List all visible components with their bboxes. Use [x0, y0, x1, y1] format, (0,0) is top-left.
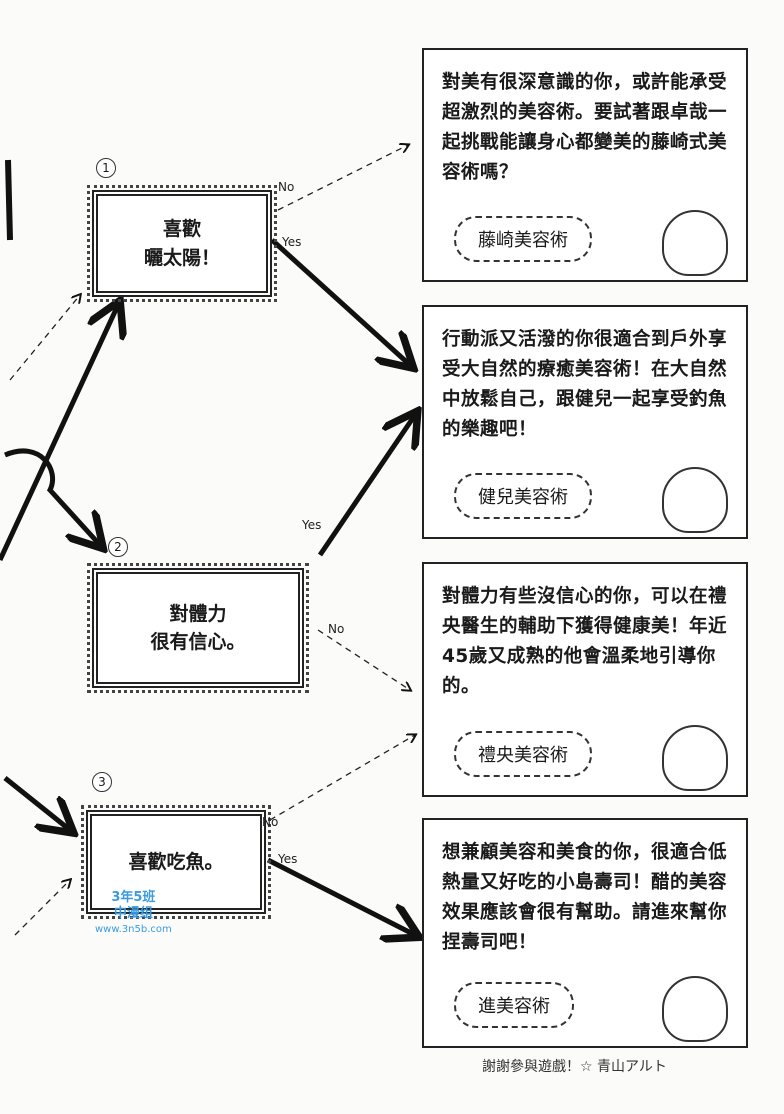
yes-label: Yes — [282, 235, 302, 249]
footer-credit: 謝謝參與遊戲！☆ 青山アルト — [482, 1059, 667, 1075]
yes-label: Yes — [278, 852, 298, 866]
question-number: 2 — [108, 537, 128, 557]
result-box-kenji: 行動派又活潑的你很適合到戶外享受大自然的療癒美容術！在大自然中放鬆自己，跟健兒一… — [422, 305, 748, 539]
result-text: 對體力有些沒信心的你，可以在禮央醫生的輔助下獲得健康美！年近45歲又成熟的他會溫… — [442, 586, 728, 697]
result-box-fujisaki: 對美有很深意識的你，或許能承受超激烈的美容術。要試著跟卓哉一起挑戰能讓身心都變美… — [422, 48, 748, 282]
watermark-line: 3年5班 — [111, 890, 156, 905]
question-number: 3 — [92, 772, 112, 792]
question-box-1: 喜歡 曬太陽！ — [87, 185, 277, 302]
watermark-url: www.3n5b.com — [95, 924, 172, 935]
dashed-arrows — [9, 145, 415, 936]
no-label: No — [262, 815, 279, 829]
watermark: 3年5班 中漫组 www.3n5b.com — [95, 890, 172, 938]
watermark-line: 中漫组 — [113, 906, 153, 921]
question-number: 1 — [96, 158, 116, 178]
result-name-bubble: 進美容術 — [454, 982, 574, 1028]
question-box-3: 喜歡吃魚。 — [81, 805, 271, 919]
result-name-bubble: 禮央美容術 — [454, 731, 592, 777]
result-box-reo: 對體力有些沒信心的你，可以在禮央醫生的輔助下獲得健康美！年近45歲又成熟的他會溫… — [422, 562, 748, 797]
result-text: 對美有很深意識的你，或許能承受超激烈的美容術。要試著跟卓哉一起挑戰能讓身心都變美… — [442, 72, 728, 183]
question-box-2: 對體力 很有信心。 — [87, 563, 309, 693]
character-illustration — [662, 210, 728, 276]
result-name-bubble: 藤崎美容術 — [454, 216, 592, 262]
result-text: 想兼顧美容和美食的你，很適合低熱量又好吃的小島壽司！醋的美容效果應該會很有幫助。… — [442, 842, 728, 953]
yes-label: Yes — [302, 518, 322, 532]
result-name-bubble: 健兒美容術 — [454, 473, 592, 519]
no-label: No — [328, 622, 345, 636]
solid-arrows — [0, 238, 415, 935]
character-illustration — [662, 467, 728, 533]
result-text: 行動派又活潑的你很適合到戶外享受大自然的療癒美容術！在大自然中放鬆自己，跟健兒一… — [442, 329, 728, 440]
no-label: No — [278, 180, 295, 194]
result-box-susumu: 想兼顧美容和美食的你，很適合低熱量又好吃的小島壽司！醋的美容效果應該會很有幫助。… — [422, 818, 748, 1048]
character-illustration — [662, 976, 728, 1042]
character-illustration — [662, 725, 728, 791]
